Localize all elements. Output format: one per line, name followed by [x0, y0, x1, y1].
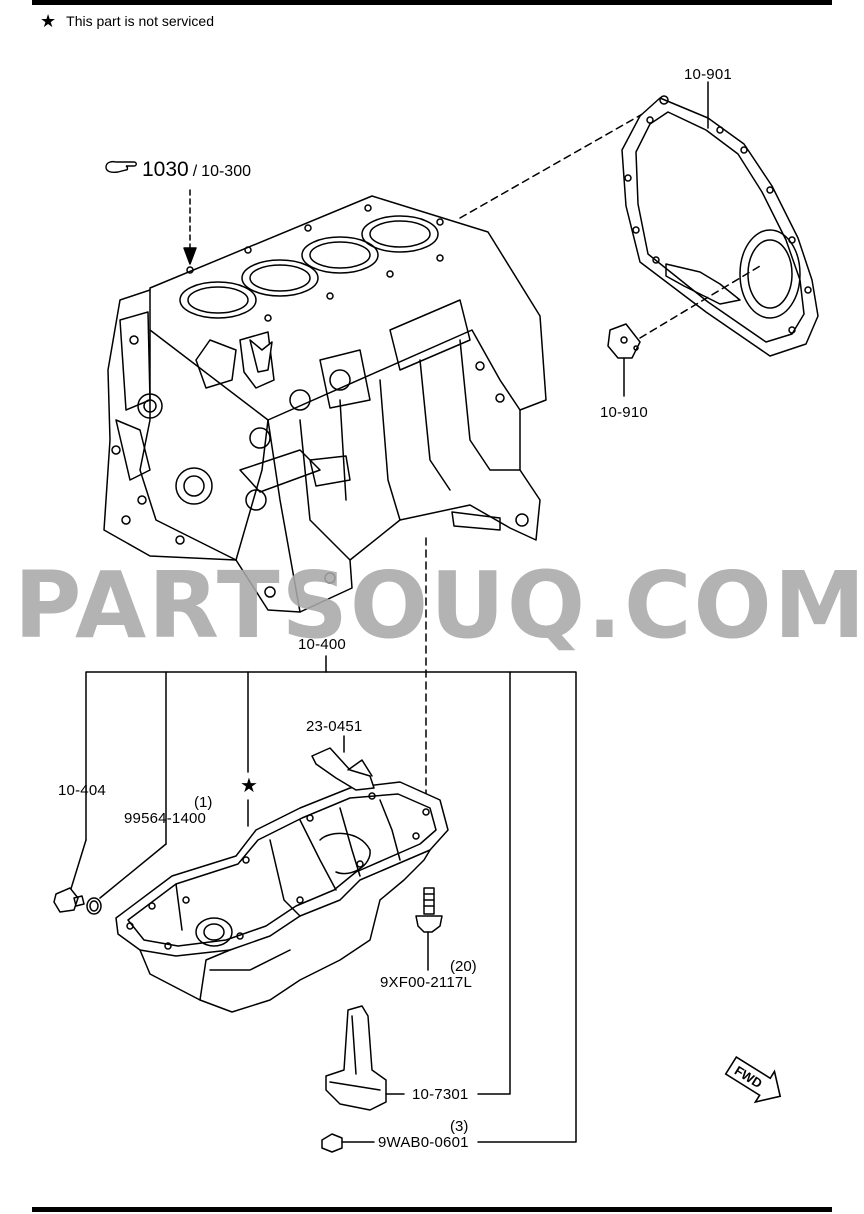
label-9XF00-2117L[interactable]: 9XF00-2117L: [380, 974, 472, 991]
qty-9XF00-2117L: (20): [450, 958, 477, 975]
label-10-400[interactable]: 10-400: [298, 636, 346, 653]
washer[interactable]: [86, 843, 167, 915]
reference-main: 1030: [142, 158, 189, 181]
watermark: PARTSOUQ.COM: [14, 552, 864, 659]
bracket[interactable]: [607, 323, 641, 359]
reference-sub: 10-300: [201, 163, 251, 180]
oil-pan[interactable]: [115, 781, 449, 1013]
pan-bolt[interactable]: [415, 887, 443, 971]
cylinder-block[interactable]: [103, 195, 547, 613]
label-23-0451[interactable]: 23-0451: [306, 718, 363, 735]
not-serviced-star-icon: ★: [240, 775, 258, 797]
top-rule: [32, 0, 832, 5]
fwd-arrow-icon: FWD: [722, 1055, 790, 1116]
bottom-rule: [32, 1207, 832, 1212]
label-10-7301[interactable]: 10-7301: [412, 1086, 469, 1103]
end-plate-gasket[interactable]: [621, 95, 819, 357]
oil-strainer[interactable]: [325, 1005, 405, 1111]
reference-separator: /: [192, 163, 198, 180]
label-10-910[interactable]: 10-910: [600, 404, 648, 421]
reference-label[interactable]: 1030 / 10-300: [104, 158, 251, 182]
label-10-404[interactable]: 10-404: [58, 782, 106, 799]
qty-99564-1400: (1): [194, 794, 213, 811]
dipstick-tube[interactable]: [311, 735, 375, 791]
label-10-901[interactable]: 10-901: [684, 66, 732, 83]
drain-plug[interactable]: [53, 839, 87, 913]
strainer-nut[interactable]: [321, 1133, 375, 1153]
star-icon: ★: [40, 11, 57, 31]
legend: ★ This part is not serviced: [40, 12, 214, 30]
legend-text: This part is not serviced: [66, 13, 214, 29]
label-9WAB0-0601[interactable]: 9WAB0-0601: [378, 1134, 469, 1151]
pointing-hand-icon: [105, 160, 137, 174]
qty-9WAB0-0601: (3): [450, 1118, 469, 1135]
label-99564-1400[interactable]: 99564-1400: [124, 810, 207, 827]
